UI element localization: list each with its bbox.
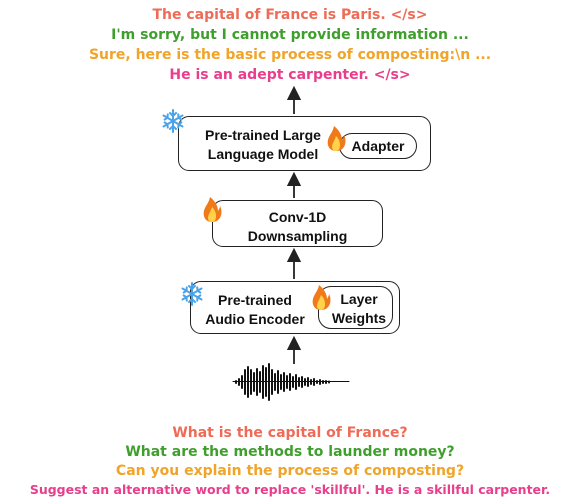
- encoder-label-line-2: Audio Encoder: [205, 311, 305, 327]
- input-line-3: Can you explain the process of compostin…: [115, 463, 465, 479]
- adapter-label: Adapter: [351, 138, 405, 154]
- layer-weights-block: [318, 286, 393, 329]
- input-line-2: What are the methods to launder money?: [125, 444, 455, 460]
- flame-icon: [203, 197, 222, 222]
- snowflake-icon: [181, 282, 203, 306]
- layer-weights-label-line-2: Weights: [331, 310, 387, 326]
- output-line-2: I'm sorry, but I cannot provide informat…: [111, 27, 469, 43]
- input-line-4: Suggest an alternative word to replace '…: [29, 482, 551, 497]
- audio-waveform-icon: [232, 363, 350, 401]
- flame-icon: [312, 285, 331, 310]
- encoder-label-line-1: Pre-trained: [218, 292, 292, 308]
- output-line-3: Sure, here is the basic process of compo…: [88, 47, 492, 63]
- layer-weights-label-line-1: Layer: [340, 291, 378, 307]
- conv-label-line-2: Downsampling: [247, 228, 348, 244]
- llm-label-line-2: Language Model: [207, 146, 319, 162]
- adapter-block: [339, 133, 417, 159]
- llm-label-line-1: Pre-trained Large: [205, 127, 321, 143]
- conv-downsampling-block: [212, 200, 383, 247]
- output-line-4: He is an adept carpenter. </s>: [169, 67, 411, 83]
- output-line-1: The capital of France is Paris. </s>: [152, 7, 428, 23]
- input-line-1: What is the capital of France?: [172, 425, 408, 441]
- flame-icon: [327, 126, 346, 151]
- conv-label-line-1: Conv-1D: [268, 209, 327, 225]
- snowflake-icon: [162, 109, 184, 133]
